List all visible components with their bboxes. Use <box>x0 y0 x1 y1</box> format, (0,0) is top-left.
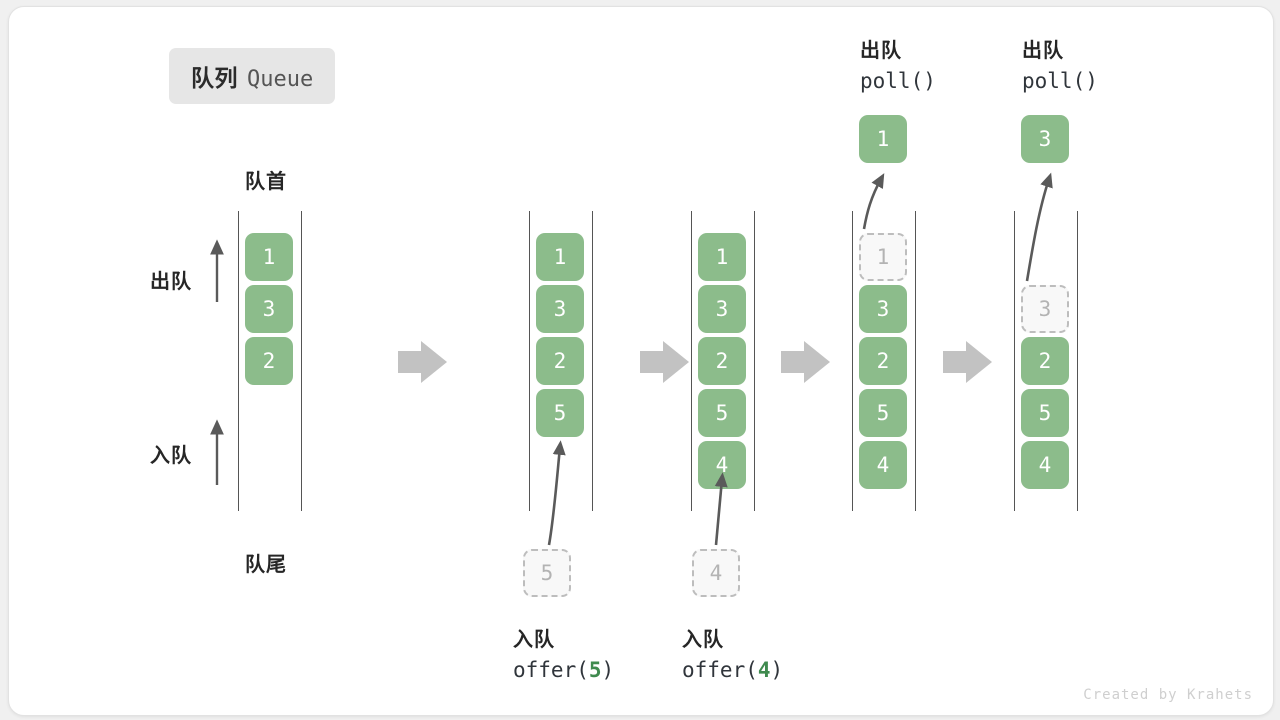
incoming-element: 5 <box>523 549 571 597</box>
rail-right-col2 <box>754 211 755 511</box>
rail-left-col3 <box>852 211 853 511</box>
title-en: Queue <box>247 67 314 92</box>
dequeue-curve-arrow-icon <box>1025 172 1053 282</box>
rail-right-col3 <box>915 211 916 511</box>
queue-cell: 3 <box>859 285 907 333</box>
rail-left-col1 <box>529 211 530 511</box>
step-arrow-icon <box>640 341 689 383</box>
rail-left-col2 <box>691 211 692 511</box>
step-arrow-icon <box>781 341 830 383</box>
caption-offer-2-code: offer(4) <box>682 658 784 682</box>
label-enqueue: 入队 <box>150 445 192 467</box>
caption-poll-1-code: poll() <box>860 69 936 93</box>
popped-element: 3 <box>1021 115 1069 163</box>
dequeue-curve-arrow-icon <box>862 173 885 230</box>
queue-cell: 1 <box>698 233 746 281</box>
caption-poll-1: 出队 poll() <box>860 40 936 93</box>
diagram-title-badge: 队列 Queue <box>169 48 336 104</box>
caption-poll-2: 出队 poll() <box>1022 40 1098 93</box>
queue-cell: 2 <box>698 337 746 385</box>
queue-cell: 5 <box>1021 389 1069 437</box>
rail-right-col4 <box>1077 211 1078 511</box>
step-arrow-icon <box>398 341 447 383</box>
label-tail: 队尾 <box>245 554 287 576</box>
queue-cell: 4 <box>1021 441 1069 489</box>
queue-cell: 4 <box>698 441 746 489</box>
step-arrow-icon <box>943 341 992 383</box>
enqueue-curve-arrow-icon <box>547 440 566 546</box>
queue-cell: 1 <box>536 233 584 281</box>
incoming-element: 4 <box>692 549 740 597</box>
queue-cell: 2 <box>859 337 907 385</box>
label-head: 队首 <box>245 171 287 193</box>
diagram-card: 队列 Queue 队首 队尾 出队 入队 出队 poll() 出队 poll()… <box>8 6 1274 716</box>
popped-element: 1 <box>859 115 907 163</box>
queue-cell: 4 <box>859 441 907 489</box>
queue-cell: 5 <box>536 389 584 437</box>
rail-left-col4 <box>1014 211 1015 511</box>
rail-left-col0 <box>238 211 239 511</box>
queue-cell: 2 <box>245 337 293 385</box>
queue-cell: 5 <box>698 389 746 437</box>
queue-cell: 2 <box>1021 337 1069 385</box>
rail-right-col1 <box>592 211 593 511</box>
queue-cell: 1 <box>245 233 293 281</box>
diagram-stage: 队列 Queue 队首 队尾 出队 入队 出队 poll() 出队 poll()… <box>9 7 1273 715</box>
queue-cell: 3 <box>536 285 584 333</box>
overlay-graphics <box>210 172 1053 546</box>
queue-cell: 3 <box>698 285 746 333</box>
caption-poll-2-code: poll() <box>1022 69 1098 93</box>
queue-cell: 3 <box>245 285 293 333</box>
label-dequeue: 出队 <box>150 271 192 293</box>
rail-right-col0 <box>301 211 302 511</box>
caption-offer-1-code: offer(5) <box>513 658 615 682</box>
credit-text: Created by Krahets <box>1083 687 1253 703</box>
queue-cell-removed: 3 <box>1021 285 1069 333</box>
title-cn: 队列 <box>191 65 238 91</box>
queue-cell-removed: 1 <box>859 233 907 281</box>
enqueue-curve-arrow-icon <box>714 472 728 546</box>
caption-offer-1: 入队 offer(5) <box>513 629 615 682</box>
queue-cell: 5 <box>859 389 907 437</box>
queue-cell: 2 <box>536 337 584 385</box>
caption-offer-2: 入队 offer(4) <box>682 629 784 682</box>
